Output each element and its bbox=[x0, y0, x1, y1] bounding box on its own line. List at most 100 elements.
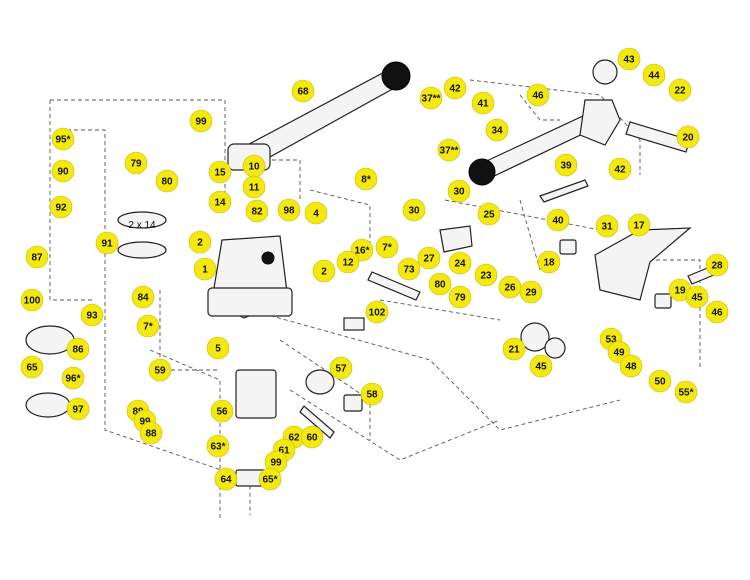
tension-knob-part bbox=[468, 158, 496, 186]
callout-bubble bbox=[526, 83, 550, 107]
callout-bubble bbox=[206, 336, 230, 360]
callout-number: 61 bbox=[278, 446, 290, 457]
callout-number: 24 bbox=[454, 259, 466, 270]
callout-number: 10 bbox=[248, 162, 260, 173]
callout-29: 29 bbox=[519, 280, 543, 304]
callout-number: 64 bbox=[220, 475, 232, 486]
callout-11: 11 bbox=[242, 175, 266, 199]
callout-number: 102 bbox=[369, 308, 386, 319]
callout-number: 63* bbox=[210, 442, 225, 453]
callout-number: 31 bbox=[601, 222, 613, 233]
callout-bubble bbox=[365, 300, 389, 324]
callout-number: 7* bbox=[143, 322, 153, 333]
callout-number: 30 bbox=[453, 187, 465, 198]
callout-bubble bbox=[360, 382, 384, 406]
callout-100: 100 bbox=[20, 288, 44, 312]
callout-2: 2 bbox=[188, 230, 212, 254]
callout-bubble bbox=[51, 127, 75, 151]
callout-number: 8* bbox=[361, 175, 371, 186]
callout-number: 82 bbox=[251, 207, 263, 218]
callout-40: 40 bbox=[546, 208, 570, 232]
callout-99: 99 bbox=[189, 109, 213, 133]
callout-number: 60 bbox=[306, 433, 318, 444]
callout-bubble bbox=[519, 280, 543, 304]
callout-41: 41 bbox=[471, 91, 495, 115]
callout-number: 95* bbox=[55, 135, 70, 146]
callout-bubble bbox=[537, 250, 561, 274]
callout-30: 30 bbox=[402, 198, 426, 222]
callout-bubble bbox=[124, 151, 148, 175]
callout-bubble bbox=[546, 208, 570, 232]
callout-number: 37** bbox=[422, 94, 441, 105]
callout-102: 102 bbox=[365, 300, 389, 324]
callout-bubble bbox=[529, 354, 553, 378]
washer-part bbox=[544, 337, 566, 359]
callout-37starstar: 37** bbox=[419, 86, 443, 110]
callout-bubble bbox=[51, 159, 75, 183]
callout-50: 50 bbox=[648, 369, 672, 393]
callout-bubble bbox=[485, 118, 509, 142]
callout-number: 23 bbox=[480, 271, 492, 282]
callout-number: 80 bbox=[161, 177, 173, 188]
spring-coil-part bbox=[117, 211, 167, 229]
bracket-part bbox=[439, 225, 473, 253]
callout-bubble bbox=[608, 157, 632, 181]
callout-number: 42 bbox=[614, 165, 626, 176]
callout-57: 57 bbox=[329, 356, 353, 380]
callout-bubble bbox=[329, 356, 353, 380]
callout-84: 84 bbox=[131, 285, 155, 309]
callout-bubble bbox=[705, 300, 729, 324]
callout-number: 65 bbox=[26, 363, 38, 374]
callout-bubble bbox=[428, 272, 452, 296]
callout-bubble bbox=[208, 160, 232, 184]
callout-number: 18 bbox=[543, 258, 555, 269]
callout-4: 4 bbox=[304, 201, 328, 225]
callout-bubble bbox=[66, 337, 90, 361]
callout-bubble bbox=[595, 214, 619, 238]
callout-7star: 7* bbox=[136, 314, 160, 338]
callout-bubble bbox=[189, 109, 213, 133]
callout-87: 87 bbox=[25, 245, 49, 269]
square-nut-part bbox=[343, 394, 363, 412]
callout-26: 26 bbox=[498, 275, 522, 299]
callout-number: 21 bbox=[508, 345, 520, 356]
cover-plate-part bbox=[343, 317, 365, 331]
callout-22: 22 bbox=[668, 78, 692, 102]
callout-number: 49 bbox=[613, 348, 625, 359]
callout-bubble bbox=[210, 399, 234, 423]
callout-bubble bbox=[648, 369, 672, 393]
cutter-block-part bbox=[235, 369, 277, 419]
callout-bubble bbox=[619, 354, 643, 378]
callout-bubble bbox=[155, 169, 179, 193]
callout-number: 88 bbox=[145, 429, 157, 440]
callout-number: 1 bbox=[202, 265, 208, 276]
callout-number: 16* bbox=[354, 246, 369, 257]
callout-bubble bbox=[245, 199, 269, 223]
callout-8star: 8* bbox=[354, 167, 378, 191]
callout-20: 20 bbox=[676, 125, 700, 149]
callout-25: 25 bbox=[477, 202, 501, 226]
callout-number: 30 bbox=[408, 206, 420, 217]
callout-27: 27 bbox=[417, 246, 441, 270]
feed-wheel-part bbox=[520, 322, 550, 352]
callout-number: 100 bbox=[24, 296, 41, 307]
callout-bubble bbox=[668, 78, 692, 102]
callout-number: 57 bbox=[335, 364, 347, 375]
callout-bubble bbox=[242, 175, 266, 199]
callout-bubble bbox=[136, 314, 160, 338]
callout-bubble bbox=[95, 231, 119, 255]
main-shaft-part bbox=[625, 121, 691, 153]
callout-65star: 65* bbox=[258, 467, 282, 491]
callout-number: 27 bbox=[423, 254, 435, 265]
callout-number: 5 bbox=[215, 344, 221, 355]
callout-bubble bbox=[193, 257, 217, 281]
callout-bubble bbox=[66, 397, 90, 421]
callout-number: 17 bbox=[633, 221, 645, 232]
callout-number: 80 bbox=[434, 280, 446, 291]
callout-bubble bbox=[20, 288, 44, 312]
callout-86: 86 bbox=[66, 337, 90, 361]
callout-bubble bbox=[208, 190, 232, 214]
callout-bubble bbox=[214, 467, 238, 491]
callout-number: 50 bbox=[654, 377, 666, 388]
callout-34: 34 bbox=[485, 118, 509, 142]
